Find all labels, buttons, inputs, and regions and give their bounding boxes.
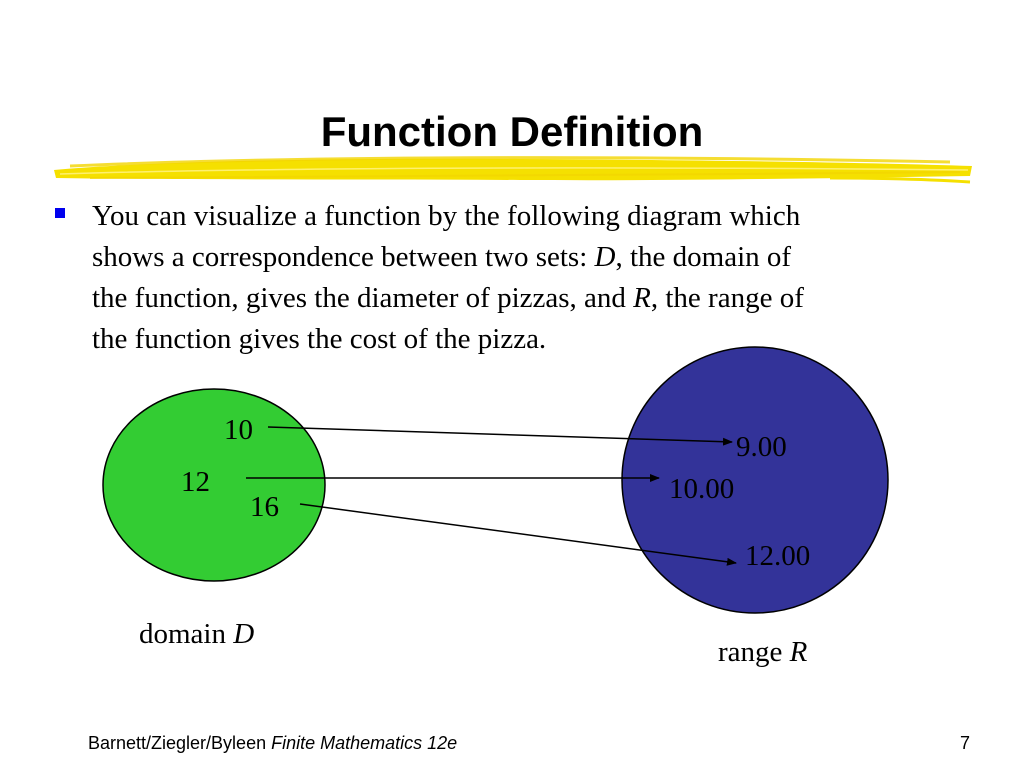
domain-set-ellipse <box>102 388 326 582</box>
bullet-line-3: the function, gives the diameter of pizz… <box>92 278 992 319</box>
range-caption: range R <box>718 636 808 668</box>
bullet-square-icon <box>55 208 65 218</box>
mapping-arrow-16 <box>299 503 737 566</box>
range-caption-label: range <box>718 636 790 668</box>
bullet-line-3-c: , the range of <box>650 282 804 314</box>
domain-value-16: 16 <box>250 491 279 523</box>
bullet-line-4: the function gives the cost of the pizza… <box>92 323 547 355</box>
range-symbol-inline: R <box>633 282 651 314</box>
bullet-line-1: You can visualize a function by the foll… <box>92 200 801 232</box>
range-caption-symbol: R <box>789 636 808 668</box>
footer-book-title: Finite Mathematics 12e <box>271 733 458 753</box>
range-value-10: 10.00 <box>669 473 734 505</box>
bullet-line-2: shows a correspondence between two sets:… <box>92 237 992 278</box>
range-value-12: 12.00 <box>745 540 810 572</box>
bullet-line-2-c: , the domain of <box>615 241 792 273</box>
footer-citation: Barnett/Ziegler/Byleen Finite Mathematic… <box>88 733 457 754</box>
bullet-line-3-a: the function, gives the diameter of pizz… <box>92 282 634 314</box>
mapping-arrow-10 <box>267 426 733 446</box>
range-value-9: 9.00 <box>736 431 787 463</box>
domain-value-12: 12 <box>181 466 210 498</box>
domain-caption-symbol: D <box>232 618 254 650</box>
title-highlight-stroke <box>54 156 972 184</box>
bullet-line-2-a: shows a correspondence between two sets: <box>92 241 595 273</box>
bullet-text: You can visualize a function by the foll… <box>92 196 992 360</box>
slide-title: Function Definition <box>320 108 704 155</box>
range-set-circle <box>621 346 889 614</box>
domain-value-10: 10 <box>224 414 253 446</box>
slide-number: 7 <box>959 733 970 753</box>
domain-symbol-inline: D <box>594 241 616 273</box>
domain-caption-label: domain <box>139 618 233 650</box>
footer-authors: Barnett/Ziegler/Byleen <box>88 733 272 753</box>
domain-caption: domain D <box>139 618 254 650</box>
